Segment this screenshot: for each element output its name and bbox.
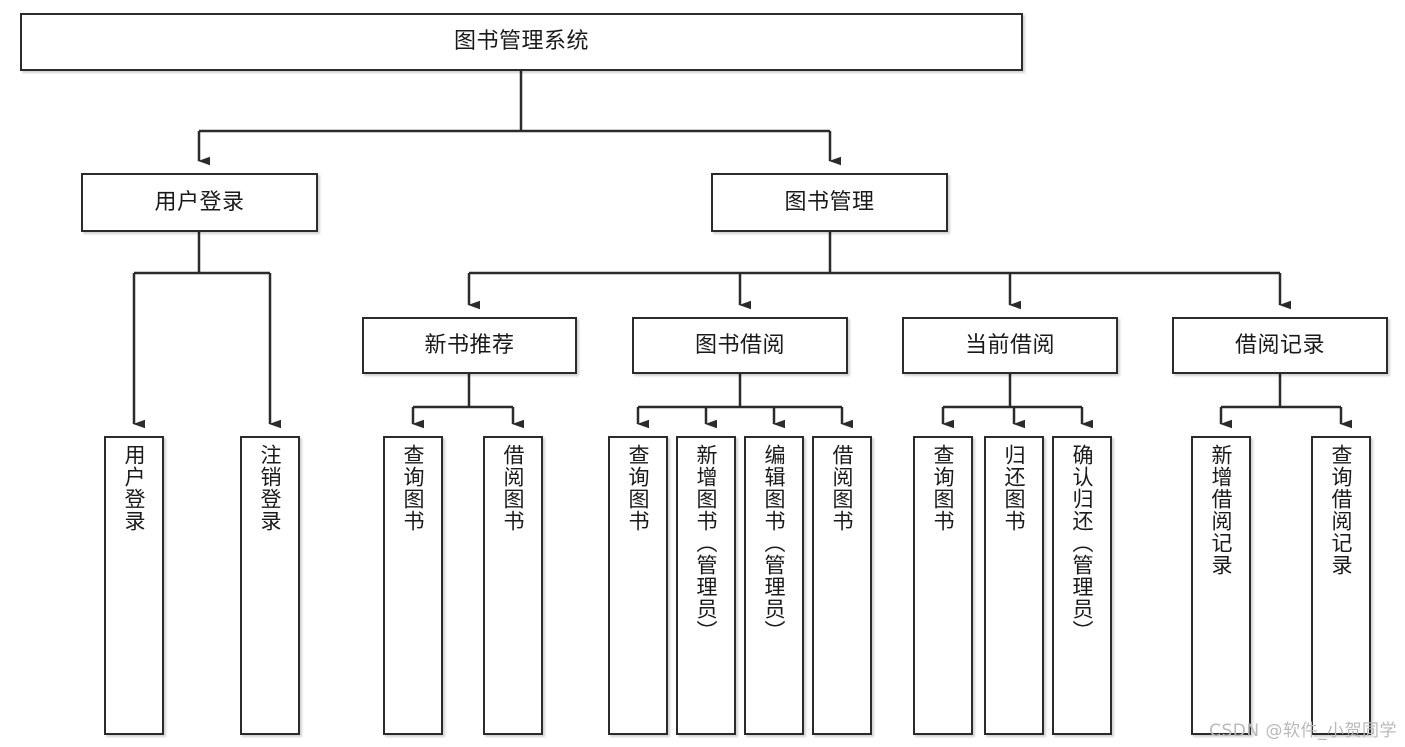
node-leaf-user-login-label: 用户登录 — [122, 444, 147, 532]
node-leaf-borrow-book-1[interactable]: 借阅图书 — [483, 436, 543, 735]
node-current-borrow-label: 当前借阅 — [964, 332, 1055, 358]
node-leaf-borrow-book-2[interactable]: 借阅图书 — [812, 436, 872, 735]
node-leaf-edit-book-label: 编辑图书（管理员） — [762, 444, 787, 642]
csdn-watermark: CSDN @软件_小贺同学 — [1209, 721, 1397, 741]
node-new-book-rec-label: 新书推荐 — [424, 332, 515, 358]
node-leaf-edit-book[interactable]: 编辑图书（管理员） — [744, 436, 804, 735]
node-leaf-borrow-book-2-label: 借阅图书 — [830, 444, 855, 532]
node-borrow-record[interactable]: 借阅记录 — [1172, 317, 1388, 374]
node-leaf-user-login[interactable]: 用户登录 — [104, 436, 164, 735]
node-leaf-query-book-3-label: 查询图书 — [931, 444, 956, 532]
node-leaf-logout-label: 注销登录 — [258, 444, 283, 532]
node-leaf-query-book-2[interactable]: 查询图书 — [608, 436, 668, 735]
node-user-login[interactable]: 用户登录 — [81, 173, 318, 232]
node-book-manage[interactable]: 图书管理 — [711, 173, 948, 232]
node-leaf-add-record-label: 新增借阅记录 — [1209, 444, 1234, 576]
node-leaf-confirm-return[interactable]: 确认归还（管理员） — [1052, 436, 1112, 735]
node-root-label: 图书管理系统 — [453, 29, 589, 55]
node-leaf-query-record[interactable]: 查询借阅记录 — [1311, 436, 1371, 735]
node-leaf-add-book[interactable]: 新增图书（管理员） — [676, 436, 736, 735]
node-leaf-return-book[interactable]: 归还图书 — [984, 436, 1044, 735]
node-root[interactable]: 图书管理系统 — [20, 13, 1023, 71]
node-leaf-query-record-label: 查询借阅记录 — [1329, 444, 1354, 576]
node-book-borrow-label: 图书借阅 — [694, 332, 785, 358]
node-leaf-query-book-2-label: 查询图书 — [626, 444, 651, 532]
node-leaf-borrow-book-1-label: 借阅图书 — [501, 444, 526, 532]
node-leaf-add-record[interactable]: 新增借阅记录 — [1191, 436, 1251, 735]
node-leaf-add-book-label: 新增图书（管理员） — [694, 444, 719, 642]
node-book-borrow[interactable]: 图书借阅 — [632, 317, 848, 374]
node-leaf-query-book-1-label: 查询图书 — [401, 444, 426, 532]
node-book-manage-label: 图书管理 — [784, 189, 875, 215]
node-borrow-record-label: 借阅记录 — [1234, 332, 1325, 358]
node-leaf-confirm-return-label: 确认归还（管理员） — [1070, 444, 1095, 642]
node-leaf-query-book-3[interactable]: 查询图书 — [913, 436, 973, 735]
node-user-login-label: 用户登录 — [154, 189, 245, 215]
node-new-book-rec[interactable]: 新书推荐 — [362, 317, 577, 374]
node-leaf-logout[interactable]: 注销登录 — [240, 436, 300, 735]
node-leaf-query-book-1[interactable]: 查询图书 — [383, 436, 443, 735]
node-current-borrow[interactable]: 当前借阅 — [902, 317, 1118, 374]
node-leaf-return-book-label: 归还图书 — [1002, 444, 1027, 532]
